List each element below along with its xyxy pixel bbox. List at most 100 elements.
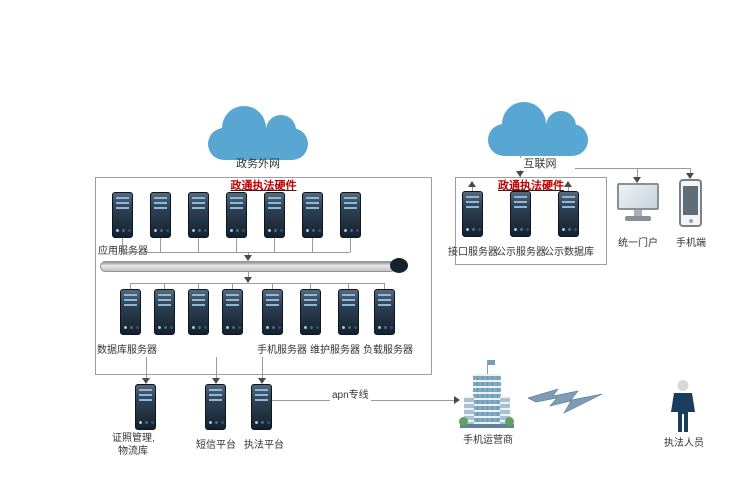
bus-end-node xyxy=(390,258,408,273)
connector-line xyxy=(248,252,249,256)
publicity-server-label: 公示服务器 xyxy=(496,247,546,258)
server-icon xyxy=(462,191,483,237)
connector-line xyxy=(232,283,233,289)
app-servers-label: 应用服务器 xyxy=(98,246,148,258)
server-icon xyxy=(150,192,171,238)
publicity-db-label: 公示数据库 xyxy=(544,247,594,258)
server-icon xyxy=(300,289,321,335)
connector-line xyxy=(216,357,217,378)
connector-line xyxy=(272,283,273,289)
server-icon xyxy=(340,192,361,238)
cert-mgmt-label-line2: 物流库 xyxy=(118,446,148,457)
server-icon xyxy=(262,289,283,335)
server-icon xyxy=(188,192,209,238)
arrowhead xyxy=(468,181,476,187)
mobile-operator-label: 手机运营商 xyxy=(463,435,513,446)
connector-line xyxy=(568,183,569,191)
load-servers-label: 负载服务器 xyxy=(363,345,413,356)
arrowhead xyxy=(633,177,641,183)
lightning-icon xyxy=(528,388,602,414)
connector-line xyxy=(690,168,691,173)
law-officer-label: 执法人员 xyxy=(664,438,704,449)
sms-platform-label: 短信平台 xyxy=(196,440,236,451)
arrowhead xyxy=(516,171,524,177)
phone-servers-label: 手机服务器 xyxy=(257,345,307,356)
server-icon xyxy=(251,384,272,430)
arrowhead xyxy=(142,378,150,384)
server-icon xyxy=(338,289,359,335)
arrowhead xyxy=(244,277,252,283)
arrowhead xyxy=(454,396,460,404)
phone-icon xyxy=(679,179,702,227)
left-hardware-box-title: 政通执法硬件 xyxy=(230,180,297,192)
connector-line xyxy=(348,283,349,289)
connector-line xyxy=(637,168,638,177)
right-hardware-box-title: 政通执法硬件 xyxy=(498,180,564,192)
server-icon xyxy=(112,192,133,238)
connector-line xyxy=(248,272,249,278)
internet-cloud-icon xyxy=(488,102,588,156)
arrowhead xyxy=(564,181,572,187)
bush-icon xyxy=(505,417,514,426)
connector-line xyxy=(472,183,473,191)
portal-label: 统一门户 xyxy=(618,238,658,249)
connector-line xyxy=(122,238,123,252)
monitor-icon xyxy=(634,210,642,216)
law-platform-label: 执法平台 xyxy=(244,440,284,451)
connector-line xyxy=(130,283,384,284)
connector-line xyxy=(146,357,147,378)
server-icon xyxy=(510,191,531,237)
cert-mgmt-label-line1: 证照管理, xyxy=(112,433,155,444)
apn-line-label: apn专线 xyxy=(330,390,371,402)
connector-line xyxy=(310,283,311,289)
interface-server-label: 接口服务器 xyxy=(448,247,498,258)
right-hardware-box xyxy=(455,177,607,265)
server-icon xyxy=(558,191,579,237)
server-icon xyxy=(302,192,323,238)
monitor-icon xyxy=(625,216,651,221)
building-antenna xyxy=(487,360,488,374)
connector-line xyxy=(384,283,385,289)
server-icon xyxy=(135,384,156,430)
monitor-icon xyxy=(617,183,659,210)
internet-cloud-label: 互联网 xyxy=(505,158,575,170)
building-antenna-flag xyxy=(488,360,495,365)
arrowhead xyxy=(212,378,220,384)
server-icon xyxy=(205,384,226,430)
server-icon xyxy=(222,289,243,335)
connector-line xyxy=(122,252,350,253)
building-icon xyxy=(500,396,510,425)
server-icon xyxy=(264,192,285,238)
gov-cloud-label: 政务外网 xyxy=(236,158,280,170)
connector-line xyxy=(198,238,199,252)
server-icon xyxy=(226,192,247,238)
connector-line xyxy=(350,238,351,252)
left-hardware-box xyxy=(95,177,432,375)
connector-line xyxy=(312,238,313,252)
person-icon xyxy=(671,380,695,432)
server-icon xyxy=(188,289,209,335)
gov-cloud-icon xyxy=(208,106,308,160)
arrowhead xyxy=(244,255,252,261)
connector-line xyxy=(160,238,161,252)
building-icon xyxy=(460,424,514,428)
connector-line xyxy=(520,168,690,169)
arrowhead xyxy=(686,173,694,179)
building-icon xyxy=(473,374,501,425)
connector-line xyxy=(198,283,199,289)
server-icon xyxy=(154,289,175,335)
connector-line xyxy=(274,238,275,252)
server-icon xyxy=(120,289,141,335)
connector-line xyxy=(130,283,131,289)
network-bus-bar xyxy=(100,261,396,272)
db-servers-label: 数据库服务器 xyxy=(97,345,157,356)
maintenance-servers-label: 维护服务器 xyxy=(310,345,360,356)
building-icon xyxy=(464,396,474,425)
connector-line xyxy=(164,283,165,289)
server-icon xyxy=(374,289,395,335)
connector-line xyxy=(262,357,263,378)
bush-icon xyxy=(459,417,468,426)
connector-line xyxy=(236,238,237,252)
arrowhead xyxy=(258,378,266,384)
